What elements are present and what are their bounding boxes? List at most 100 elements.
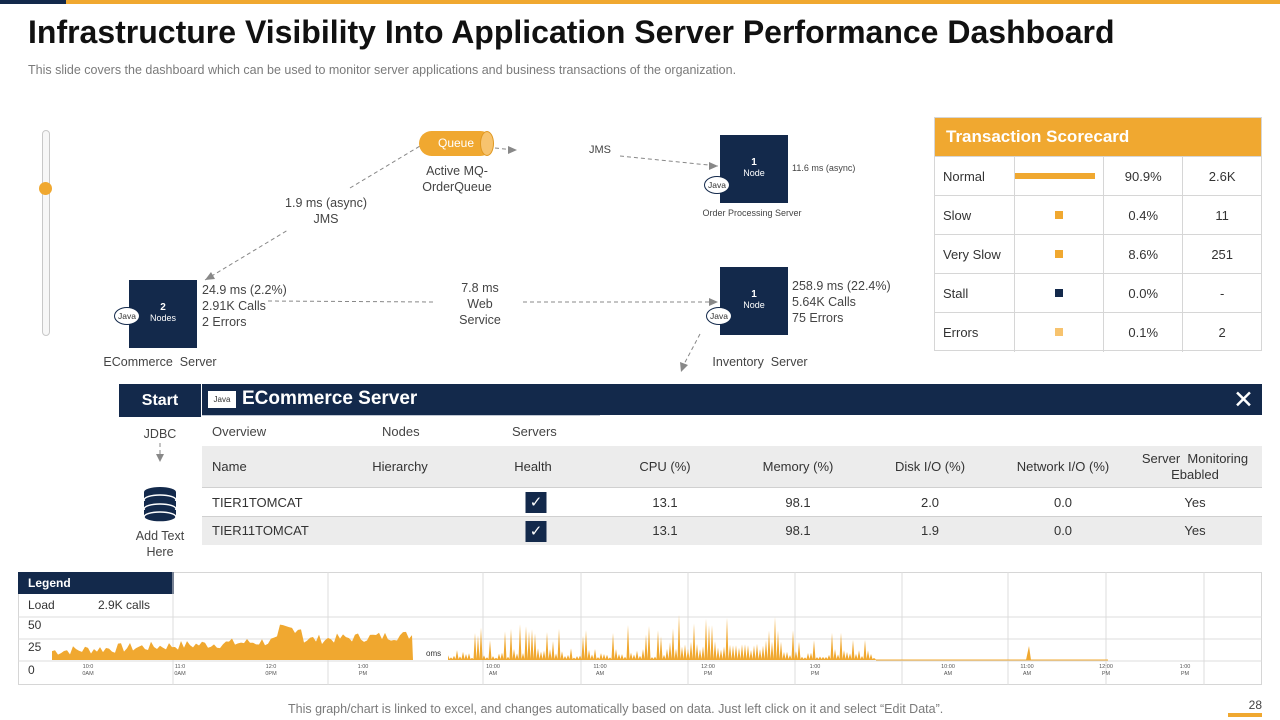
tab-overview[interactable]: Overview	[212, 424, 267, 439]
jms-label: JMS	[589, 144, 611, 156]
chart-y-tick-label: 50	[28, 618, 42, 632]
scorecard-count: 2.6K	[1182, 156, 1261, 196]
scorecard-label: Stall	[935, 273, 1015, 313]
scorecard-square-indicator	[1055, 289, 1064, 297]
tab-nodes[interactable]: Nodes	[382, 424, 420, 439]
column-header-hierarchy[interactable]: Hierarchy	[372, 459, 428, 474]
zoom-slider-thumb[interactable]	[39, 181, 52, 195]
scorecard-percent: 8.6%	[1103, 234, 1183, 274]
java-badge: Java	[208, 391, 236, 408]
legend-load-label: Load	[28, 598, 55, 612]
column-header-disk[interactable]: Disk I/O (%)	[894, 459, 966, 474]
scorecard-square-indicator	[1055, 250, 1064, 258]
scorecard-count: 11	[1182, 195, 1261, 235]
column-header-health[interactable]: Health	[514, 459, 552, 474]
web-service-label: 7.8 ms Web Service	[440, 280, 520, 328]
cell-cpu: 13.1	[652, 495, 678, 510]
column-header-cpu[interactable]: CPU (%)	[639, 459, 691, 474]
column-header-name[interactable]: Name	[212, 459, 247, 474]
connector-jms-order	[619, 155, 719, 167]
inventory-server-name: Inventory Server	[712, 355, 808, 369]
page-number-underline	[1228, 713, 1262, 717]
column-header-network[interactable]: Network I/O (%)	[1016, 459, 1110, 474]
java-badge: Java	[704, 176, 730, 194]
chart-x-tick-label: 0AM	[174, 671, 186, 677]
chart-x-tick-label: PM	[1102, 671, 1111, 677]
server-panel-header: Java ECommerce Server ✕	[202, 384, 1262, 415]
chart-x-tick-label: 11:0	[175, 664, 185, 670]
async-latency: 1.9 ms (async)	[285, 196, 367, 210]
arrow-head	[709, 298, 718, 306]
cell-name: TIER1TOMCAT	[212, 495, 303, 510]
order-server-node[interactable]: 1 Node	[720, 135, 788, 203]
chart-x-tick-label: 12:00	[1099, 664, 1113, 670]
tabs-underline	[202, 415, 600, 416]
scorecard-indicator	[1014, 195, 1104, 235]
page-title: Infrastructure Visibility Into Applicati…	[28, 14, 1115, 50]
inventory-errors: 75 Errors	[792, 311, 844, 325]
ecommerce-stats: 24.9 ms (2.2%) 2.91K Calls 2 Errors	[202, 282, 287, 330]
chart-x-tick-label: 12:0	[266, 664, 277, 670]
start-button[interactable]: Start	[119, 384, 201, 417]
table-header: Name Hierarchy Health CPU (%) Memory (%)…	[202, 446, 1262, 488]
node-unit: Nodes	[149, 313, 176, 323]
scorecard-label: Slow	[935, 195, 1015, 235]
queue-label: Queue	[437, 136, 475, 150]
cell-memory: 98.1	[785, 523, 811, 538]
cell-network: 0.0	[1053, 495, 1073, 510]
chart-y-tick-label: 25	[28, 640, 42, 654]
web-service-type: Web	[467, 297, 493, 311]
page-subtitle: This slide covers the dashboard which ca…	[28, 63, 737, 77]
cell-name: TIER11TOMCAT	[212, 523, 309, 538]
scorecard-row: Slow 0.4%11	[935, 195, 1261, 235]
chart-x-tick-label: AM	[1023, 671, 1032, 677]
chart-x-tick-label: AM	[489, 671, 498, 677]
scorecard-indicator	[1014, 273, 1104, 313]
scorecard-percent: 0.0%	[1103, 273, 1183, 313]
node-unit: Node	[743, 300, 765, 310]
tab-servers[interactable]: Servers	[512, 424, 557, 439]
top-accent-orange	[66, 0, 1280, 4]
node-count: 1	[751, 289, 757, 300]
ecommerce-node[interactable]: 2 Nodes	[129, 280, 197, 348]
load-area-series-2	[448, 614, 876, 660]
cell-disk: 2.0	[920, 495, 940, 510]
arrow-head	[156, 454, 164, 462]
zoom-slider-track[interactable]	[42, 130, 50, 336]
health-check-icon[interactable]: ✓	[525, 492, 547, 513]
cell-monitoring: Yes	[1184, 495, 1206, 510]
java-badge: Java	[706, 307, 732, 325]
chart-x-tick-label: PM	[704, 671, 713, 677]
inventory-server-node[interactable]: 1 Node	[720, 267, 788, 335]
health-check-icon[interactable]: ✓	[525, 521, 547, 542]
chart-x-tick-label: PM	[359, 671, 368, 677]
scorecard-percent: 0.4%	[1103, 195, 1183, 235]
scorecard-bar-indicator	[1015, 173, 1096, 179]
scorecard-label: Very Slow	[935, 234, 1015, 274]
footer-note: This graph/chart is linked to excel, and…	[288, 702, 944, 716]
cell-cpu: 13.1	[652, 523, 678, 538]
load-chart[interactable]: 50250oms10:00AM11:00AM12:00PM1:00PM10:00…	[18, 572, 1262, 685]
table-row[interactable]: TIER1TOMCAT ✓ 13.1 98.1 2.0 0.0 Yes	[202, 489, 1262, 517]
column-header-memory[interactable]: Memory (%)	[762, 459, 834, 474]
close-icon[interactable]: ✕	[1233, 386, 1254, 414]
panel-title: ECommerce Server	[242, 388, 418, 409]
web-service-latency: 7.8 ms	[461, 281, 499, 295]
scorecard-title: Transaction Scorecard	[935, 118, 1261, 156]
ecommerce-errors: 2 Errors	[202, 315, 247, 329]
scorecard-indicator	[1014, 312, 1104, 352]
chart-x-tick-label: 12:00	[701, 664, 715, 670]
chart-x-tick-label: 11:00	[593, 664, 606, 670]
inventory-calls: 5.64K Calls	[792, 295, 856, 309]
scorecard-square-indicator	[1055, 328, 1064, 337]
table-row[interactable]: TIER11TOMCAT ✓ 13.1 98.1 1.9 0.0 Yes	[202, 517, 1262, 545]
async-protocol: JMS	[313, 212, 339, 226]
chart-x-tick-label: 1:00	[358, 664, 369, 670]
column-header-monitoring[interactable]: Server Monitoring Ebabled	[1141, 451, 1249, 482]
chart-x-tick-label: 10:0	[83, 664, 94, 670]
